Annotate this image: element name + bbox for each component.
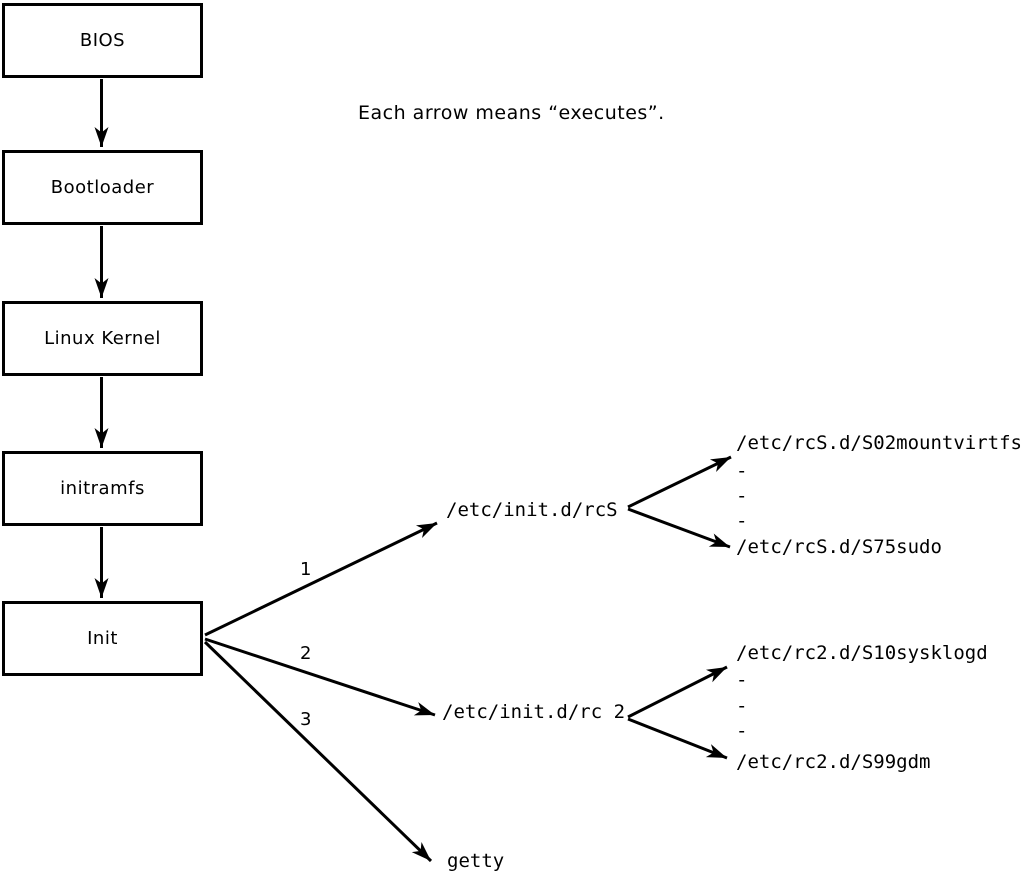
flow-box-bios: BIOS: [2, 3, 203, 78]
flow-box-bios-label: BIOS: [79, 30, 126, 51]
flow-box-bootloader-label: Bootloader: [50, 177, 155, 198]
rc2-script-ellipsis-dash: -: [736, 695, 748, 717]
arrow-init-to-rcs: [204, 521, 438, 637]
rc2-script-ellipsis-dash: -: [736, 669, 748, 691]
arrow-rcs-to-s02mountvirtfs: [627, 455, 732, 509]
flow-box-bootloader: Bootloader: [2, 150, 203, 225]
arrow-init-to-rc2: [204, 637, 436, 717]
rcs-script-entry: /etc/rcS.d/S75sudo: [736, 536, 942, 558]
flow-box-init: Init: [2, 601, 203, 676]
rcs-script-ellipsis-dash: -: [736, 485, 748, 507]
branch-number-2: 2: [300, 643, 312, 664]
flow-box-initramfs: initramfs: [2, 451, 203, 526]
branch-target-getty: getty: [447, 850, 505, 872]
rcs-script-ellipsis-dash: -: [736, 460, 748, 482]
branch-target-rcs: /etc/init.d/rcS: [446, 499, 618, 521]
arrow-meaning-note: Each arrow means “executes”.: [358, 102, 665, 124]
arrow-init-to-getty: [203, 640, 433, 863]
flow-box-linux-kernel: Linux Kernel: [2, 301, 203, 376]
flow-box-linux-kernel-label: Linux Kernel: [44, 328, 161, 349]
branch-number-1: 1: [300, 559, 312, 580]
rc2-script-entry: /etc/rc2.d/S99gdm: [736, 751, 931, 773]
branch-number-3: 3: [300, 709, 312, 730]
rcs-script-ellipsis-dash: -: [736, 510, 748, 532]
branch-target-rc2: /etc/init.d/rc 2: [442, 701, 626, 723]
flow-box-init-label: Init: [87, 628, 118, 649]
arrow-rcs-to-s75sudo: [627, 507, 731, 549]
flow-box-initramfs-label: initramfs: [60, 478, 145, 499]
rcs-script-entry: /etc/rcS.d/S02mountvirtfs: [736, 432, 1022, 454]
arrow-rc2-to-s10sysklogd: [627, 665, 728, 719]
rc2-script-entry: /etc/rc2.d/S10sysklogd: [736, 642, 988, 664]
arrow-rc2-to-s99gdm: [627, 717, 728, 760]
rc2-script-ellipsis-dash: -: [736, 720, 748, 742]
